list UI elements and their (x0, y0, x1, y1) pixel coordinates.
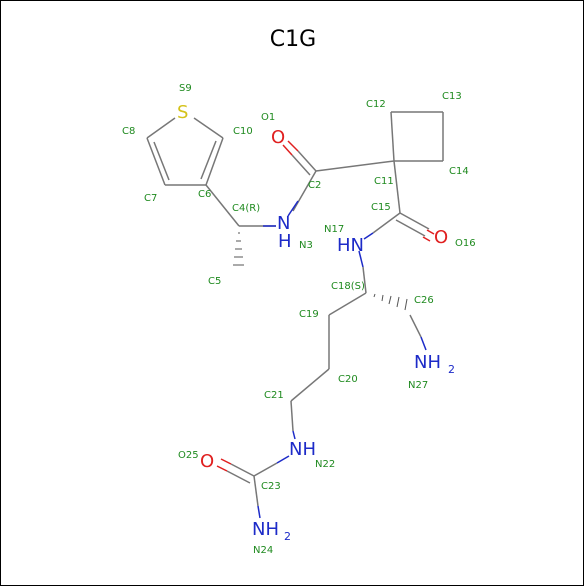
c18-chain (290, 250, 427, 440)
hash-wedge-c18-c26 (373, 293, 408, 311)
label-n17: N17 (324, 224, 344, 235)
label-o25: O25 (178, 450, 199, 461)
label-c11: C11 (374, 176, 394, 187)
label-c20: C20 (338, 374, 358, 385)
label-s9: S9 (179, 83, 192, 94)
urea-group (216, 455, 290, 519)
amide-1 (282, 140, 395, 217)
label-c4: C4(R) (232, 203, 260, 214)
atom-o1: O (271, 127, 285, 148)
label-c12: C12 (366, 99, 386, 110)
thiophene-ring (146, 117, 240, 227)
label-c14: C14 (449, 166, 469, 177)
label-o16: O16 (455, 238, 476, 249)
label-n3: N3 (299, 240, 313, 251)
atom-n17: HN (337, 235, 364, 256)
label-o1: O1 (261, 112, 275, 123)
atom-s9: S (177, 102, 188, 123)
label-c15: C15 (371, 202, 391, 213)
amide-2 (363, 160, 435, 242)
label-c8: C8 (122, 126, 135, 137)
label-c10: C10 (233, 126, 253, 137)
label-c6: C6 (198, 189, 211, 200)
atom-o16: O (434, 227, 448, 248)
hash-wedge-c4-c5 (233, 232, 244, 266)
atom-n3-h: H (278, 231, 292, 252)
atom-n24: NH (252, 519, 279, 540)
label-n22: N22 (315, 459, 335, 470)
atom-n24-sub: 2 (284, 530, 291, 543)
label-c5: C5 (208, 276, 221, 287)
cyclobutane-ring (390, 111, 444, 162)
label-n24: N24 (253, 545, 273, 556)
label-c2: C2 (308, 180, 321, 191)
atom-n3: N (277, 213, 290, 234)
label-c26: C26 (414, 295, 434, 306)
label-c13: C13 (442, 91, 462, 102)
label-c21: C21 (264, 390, 284, 401)
c4-center (233, 225, 276, 266)
label-c18: C18(S) (331, 281, 365, 292)
structure-title: C1G (269, 27, 317, 52)
atom-n27-sub: 2 (448, 363, 455, 376)
label-c19: C19 (299, 309, 319, 320)
label-n27: N27 (408, 380, 428, 391)
label-c7: C7 (144, 193, 157, 204)
atom-n22: NH (289, 439, 316, 460)
atom-n27: NH (414, 352, 441, 373)
label-c23: C23 (261, 481, 281, 492)
atom-o25: O (200, 451, 214, 472)
